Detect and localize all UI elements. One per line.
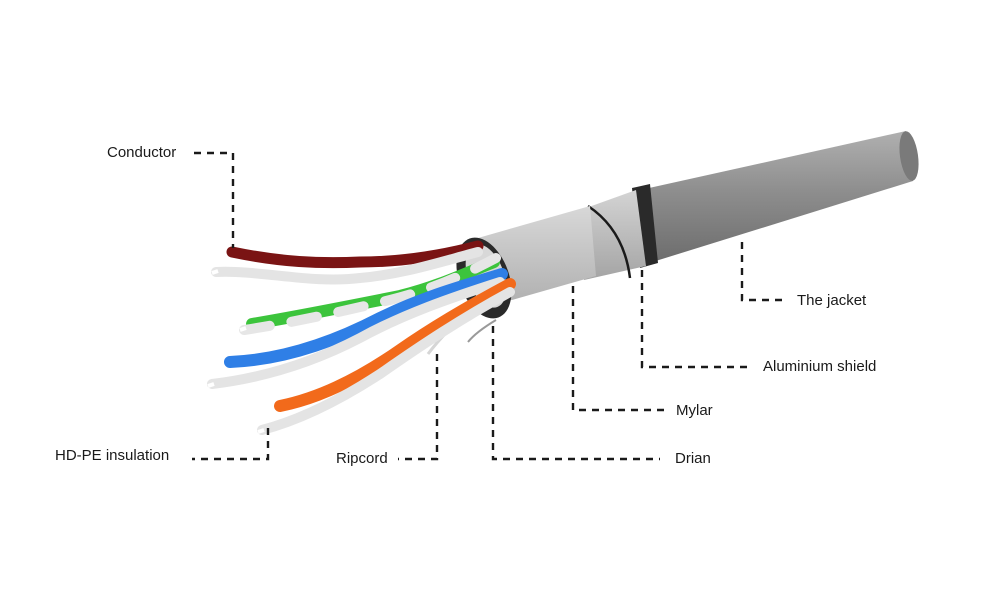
drain-wire (467, 319, 497, 343)
label-drain: Drian (675, 450, 711, 467)
label-aluminium-shield: Aluminium shield (763, 358, 877, 375)
wire-pair-brown (211, 240, 484, 285)
leader-mylar (571, 286, 664, 412)
aluminium-shield (584, 190, 646, 280)
leader-aluminium-shield (640, 270, 752, 369)
label-ripcord: Ripcord (336, 450, 388, 467)
leader-jacket (740, 242, 786, 302)
label-hdpe-insulation: HD-PE insulation (55, 447, 170, 464)
label-jacket: The jacket (797, 292, 867, 309)
label-mylar: Mylar (676, 402, 713, 419)
wire-pair-blue (207, 268, 508, 389)
jacket (632, 131, 919, 268)
leader-ripcord (398, 354, 439, 461)
wire-pair-orange (257, 278, 516, 435)
leader-drain (491, 326, 660, 461)
label-conductor: Conductor (107, 144, 177, 161)
leader-hdpe-insulation (192, 428, 270, 461)
wire-pair-green (239, 253, 501, 335)
leader-conductor (194, 151, 235, 248)
